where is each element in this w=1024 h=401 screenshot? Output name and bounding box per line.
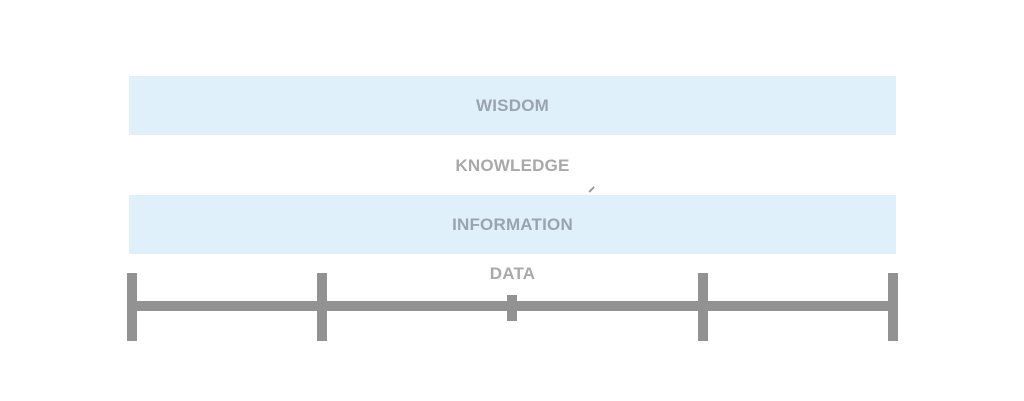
scale-tick-1 (317, 273, 327, 341)
data-label: DATA (489, 264, 536, 283)
wisdom-label: WISDOM (476, 96, 549, 115)
scale-end-tick-left (127, 273, 137, 341)
information-band (129, 195, 896, 254)
scale-center-tick (507, 295, 517, 321)
knowledge-label: KNOWLEDGE (455, 156, 570, 175)
wisdom-band (129, 76, 896, 135)
information-label: INFORMATION (452, 215, 573, 234)
scale-tick-3 (698, 273, 708, 341)
scale-end-tick-right (888, 273, 898, 341)
